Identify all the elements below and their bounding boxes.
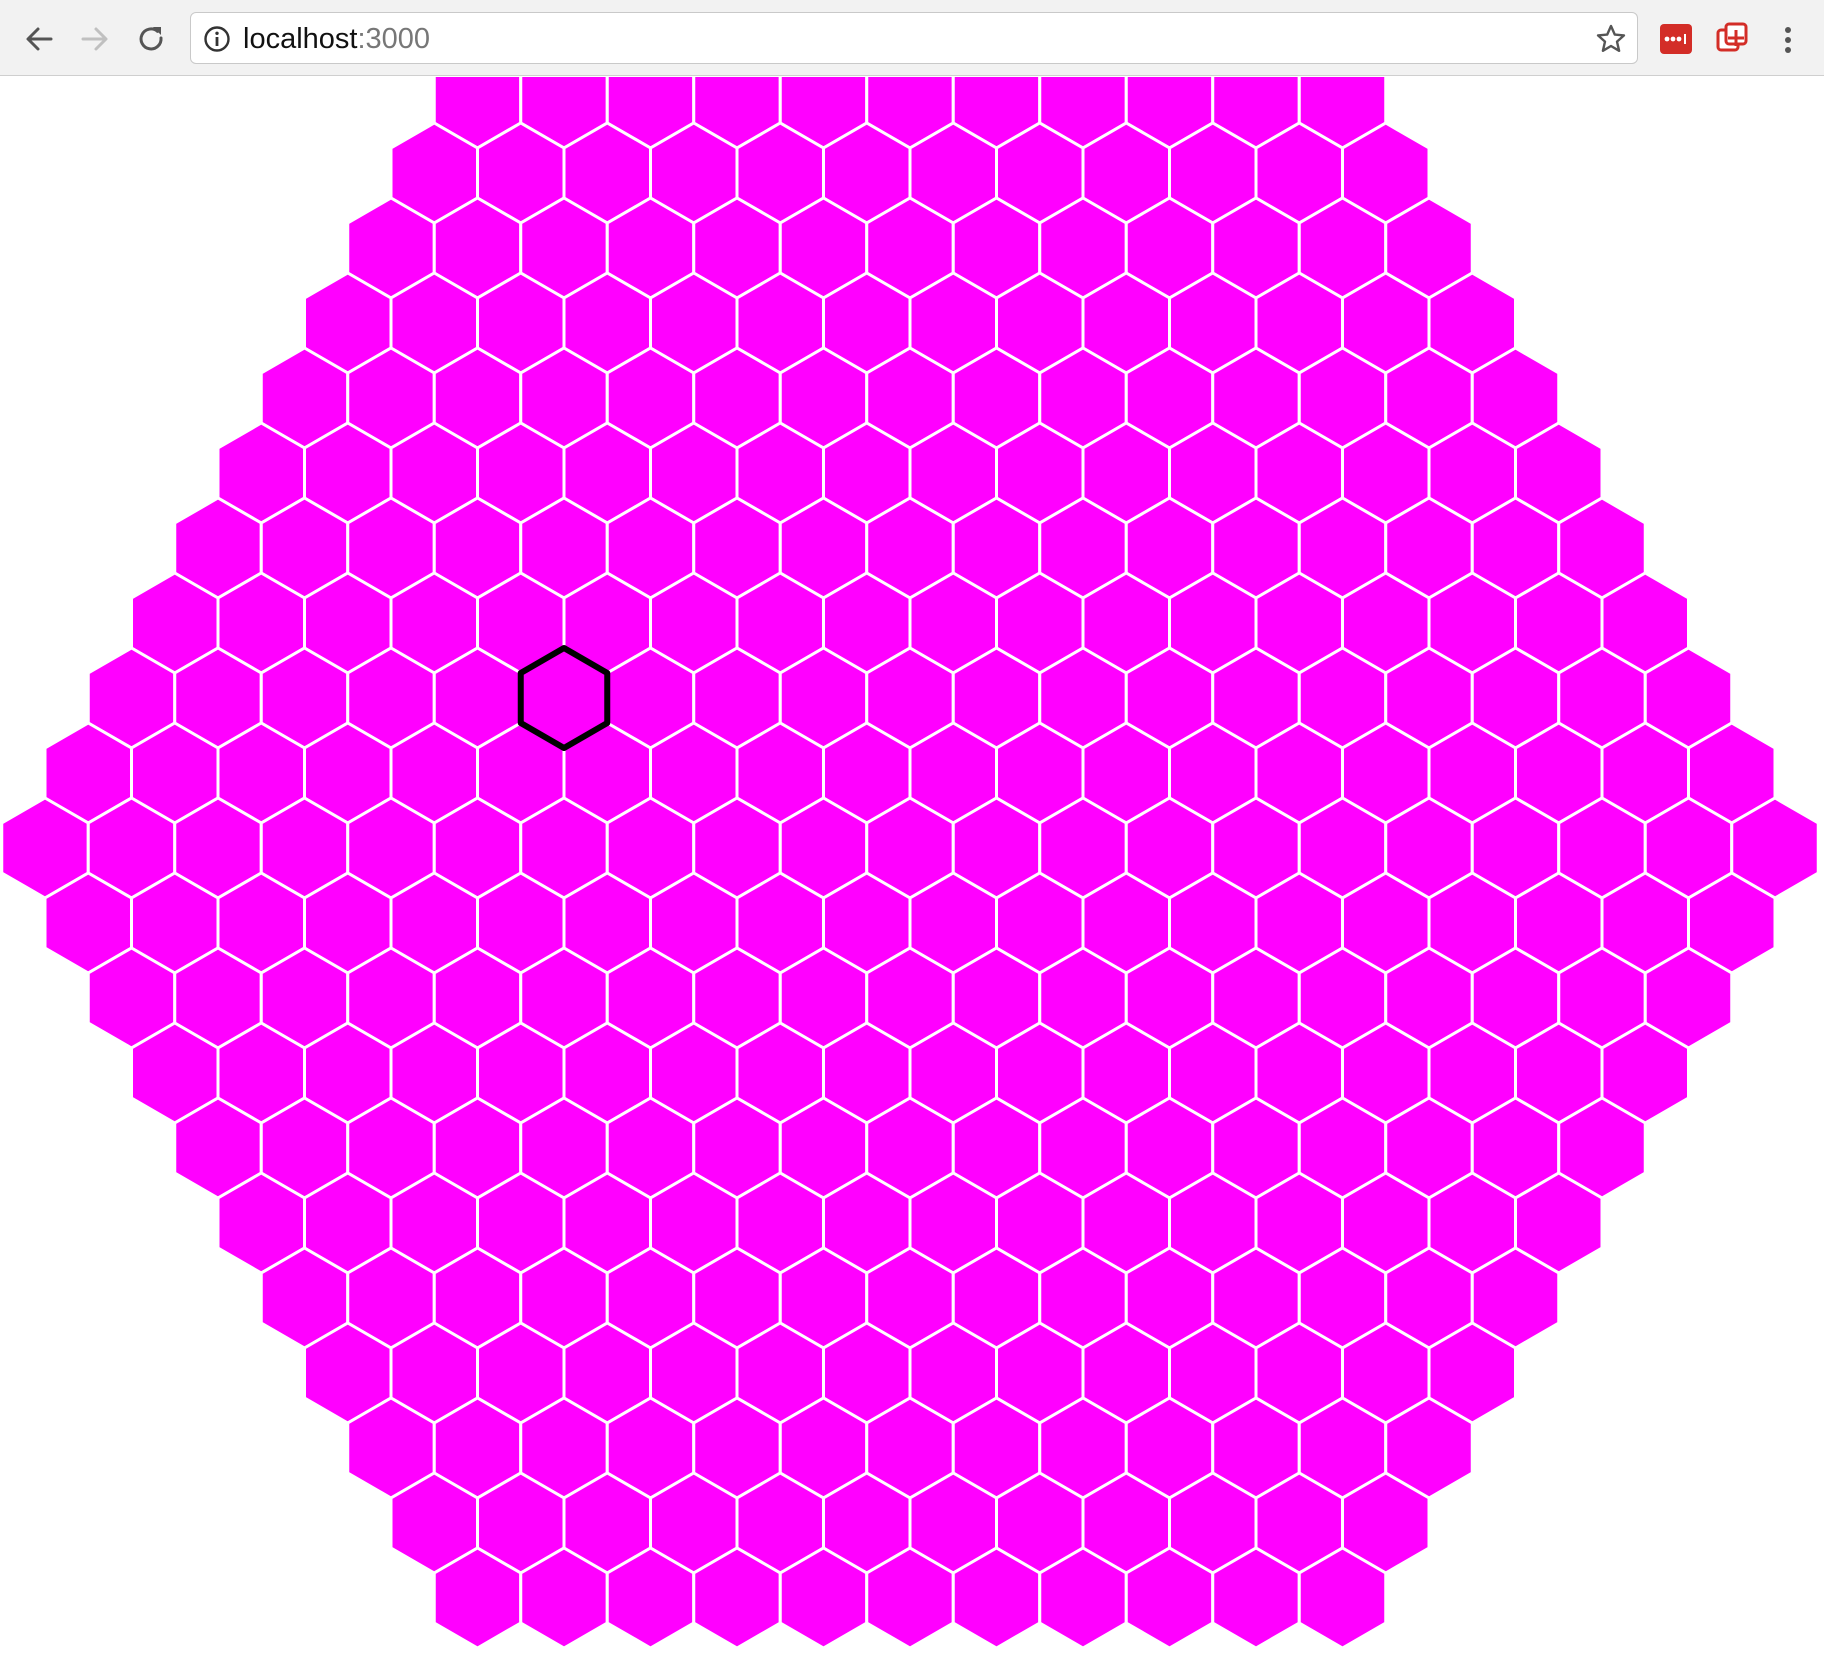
selected-hex-outline[interactable]: [517, 645, 611, 751]
back-arrow-icon: [26, 27, 53, 51]
url-port: :3000: [357, 23, 431, 55]
hex-grid: [0, 77, 1820, 1650]
lastpass-extension-button[interactable]: [1660, 24, 1692, 54]
browser-toolbar: localhost:3000: [0, 0, 1824, 76]
page-viewport: [0, 77, 1824, 1676]
reload-icon: [139, 27, 163, 51]
back-button[interactable]: [18, 18, 60, 60]
clip-extension-icon[interactable]: [1712, 20, 1752, 60]
url-host: localhost: [243, 23, 358, 55]
forward-arrow-icon: [81, 27, 108, 51]
kebab-menu-icon[interactable]: [1770, 20, 1806, 60]
url-text: localhost:3000: [243, 23, 430, 55]
info-icon[interactable]: [203, 25, 231, 53]
lastpass-icon: [1664, 34, 1686, 44]
forward-button[interactable]: [74, 18, 116, 60]
address-bar[interactable]: localhost:3000: [190, 12, 1638, 64]
reload-button[interactable]: [130, 18, 172, 60]
star-icon[interactable]: [1595, 23, 1627, 55]
hex-cell[interactable]: [1297, 1546, 1388, 1650]
